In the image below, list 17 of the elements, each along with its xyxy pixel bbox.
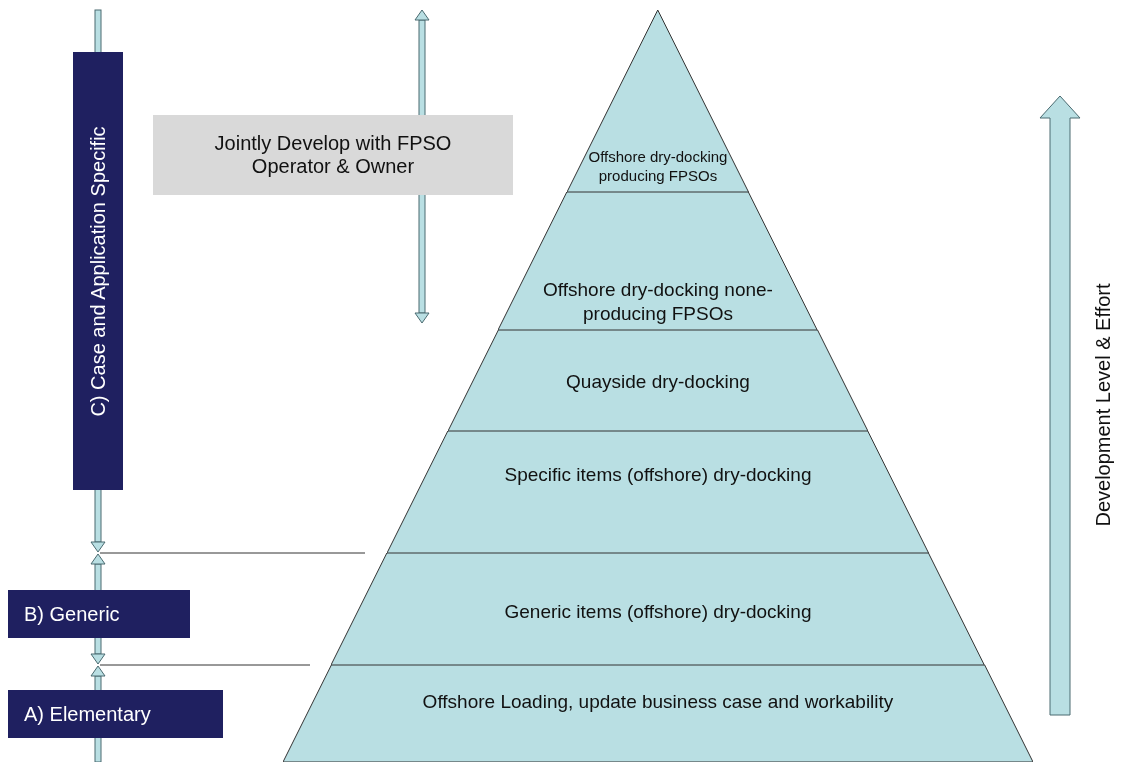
pyramid-tier — [331, 553, 985, 665]
tier-label: Offshore dry-docking none- producing FPSOs — [543, 278, 773, 326]
tier-label: Specific items (offshore) dry-docking — [503, 463, 813, 487]
level-label-box: A) Elementary — [8, 690, 223, 738]
level-label-box: B) Generic — [8, 590, 190, 638]
tier-label: Offshore dry-docking producing FPSOs — [587, 148, 729, 186]
pyramid-tier — [498, 192, 818, 330]
pyramid-tier — [567, 10, 749, 192]
pyramid-tier — [282, 665, 1033, 762]
axis-label: Development Level & Effort — [1091, 283, 1115, 527]
note-box: Jointly Develop with FPSO Operator & Owner — [153, 115, 513, 195]
tier-label: Offshore Loading, update business case and workability — [421, 690, 895, 714]
pyramid-tier — [387, 431, 929, 553]
level-label-box: C) Case and Application Specific — [73, 52, 123, 490]
pyramid-tier — [448, 330, 868, 431]
tier-label: Generic items (offshore) dry-docking — [503, 600, 813, 624]
tier-label: Quayside dry-docking — [565, 370, 751, 394]
